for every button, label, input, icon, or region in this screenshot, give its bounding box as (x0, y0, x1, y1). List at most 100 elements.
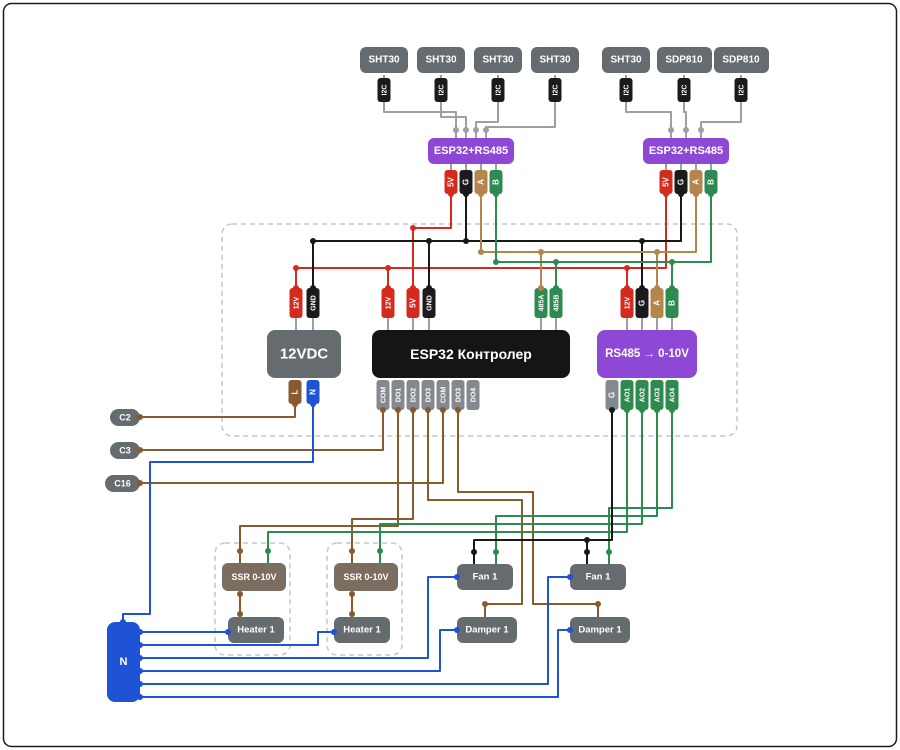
junction-dot (425, 407, 431, 413)
wire-do1-to-ssr1 (239, 410, 399, 551)
esp32-controller-box (372, 330, 570, 378)
pin-converter_bottom-g: G (605, 380, 619, 410)
psu-12vdc: 12VDC (267, 330, 341, 378)
wire-5v-left-module (412, 194, 452, 288)
pin-label: 5V (409, 297, 418, 307)
pin-controller_top-12v: 12V (381, 288, 395, 318)
pin-label: GND (310, 295, 317, 311)
pin-label: AO4 (669, 388, 676, 403)
sensor-7: SDP810 (714, 47, 769, 73)
junction-dot (349, 591, 355, 597)
pin-label: 485B (553, 295, 560, 312)
junction-dot (310, 285, 316, 291)
pin-label: 12V (624, 296, 631, 309)
sensor-4-box (531, 47, 579, 73)
heater-2: Heater 1 (334, 617, 390, 643)
junction-dot (137, 694, 143, 700)
pin-controller_bottom-do3: DO3 (451, 380, 465, 410)
pin-i2c-i2c: I2C (491, 78, 505, 102)
junction-dot (377, 548, 383, 554)
pin-module_left-5v: 5V (444, 170, 458, 194)
sensor-4: SHT30 (531, 47, 579, 73)
junction-dot (624, 407, 630, 413)
pin-box (650, 288, 664, 318)
junction-dot (440, 407, 446, 413)
pin-box (459, 170, 473, 194)
pin-i2c-i2c: I2C (548, 78, 562, 102)
pin-box (635, 288, 649, 318)
junction-dot (553, 285, 559, 291)
junction-dot (639, 407, 645, 413)
wire-do3-to-damper2 (457, 410, 598, 605)
controller-section-outline (221, 223, 738, 437)
junction-dot (493, 259, 499, 265)
junction-dot (137, 681, 143, 687)
junction-dot (624, 285, 630, 291)
breaker-c16: C16 (105, 475, 140, 492)
wire-rs485a-bus (480, 194, 697, 253)
fan-1: Fan 1 (457, 564, 513, 590)
pin-label: DO2 (410, 388, 417, 403)
junction-dot (454, 627, 460, 633)
pin-label: G (677, 179, 686, 185)
junction-dot (482, 601, 488, 607)
ssr-2: SSR 0-10V (334, 563, 398, 591)
fan-1-box (457, 564, 513, 590)
pin-controller_bottom-do4: DO4 (466, 380, 480, 410)
pin-label: I2C (495, 85, 502, 96)
fan-2: Fan 1 (570, 564, 626, 590)
pin-box (376, 380, 390, 410)
rs485-converter-label: RS485 → 0-10V (605, 348, 689, 360)
wire-ao3-to-fan1 (495, 410, 658, 552)
fan-2-label: Fan 1 (586, 572, 612, 583)
pin-box (674, 170, 688, 194)
ssr-group-2-outline (326, 542, 403, 656)
pin-box (406, 380, 420, 410)
junction-dot (483, 127, 489, 133)
pin-converter_bottom-ao1: AO1 (620, 380, 634, 410)
heater-2-label: Heater 1 (343, 625, 381, 636)
pin-box (466, 380, 480, 410)
pin-label: 5V (447, 176, 456, 186)
junction-dot (137, 447, 143, 453)
damper-2: Damper 1 (570, 617, 630, 643)
junction-dot (265, 548, 271, 554)
junction-dot (567, 574, 573, 580)
esp32-rs485-module-right: ESP32+RS485 (643, 138, 729, 164)
wire-n-fan1 (140, 576, 457, 659)
esp32-rs485-module-left: ESP32+RS485 (428, 138, 514, 164)
junction-dot (292, 401, 298, 407)
esp32-rs485-right-box (643, 138, 729, 164)
neutral-bus-box (107, 622, 140, 702)
junction-dot (385, 285, 391, 291)
pin-box (306, 380, 320, 404)
junction-dot (410, 285, 416, 291)
pin-label: N (309, 389, 318, 395)
pin-box (391, 380, 405, 410)
junction-dot (137, 668, 143, 674)
junction-dot (137, 414, 143, 420)
rs485-converter: RS485 → 0-10V (597, 330, 697, 378)
sensor-5: SHT30 (602, 47, 650, 73)
pin-label: 12V (293, 296, 300, 309)
pin-module_right-a: A (689, 170, 703, 194)
breaker-c16-label: C16 (114, 479, 131, 489)
pin-label: B (492, 179, 501, 185)
pin-i2c-i2c: I2C (677, 78, 691, 102)
junction-dot (669, 285, 675, 291)
pin-i2c-i2c: I2C (377, 78, 391, 102)
pin-label: B (668, 300, 677, 306)
junction-dot (654, 407, 660, 413)
wire-n-heater2 (140, 631, 334, 646)
heater-1: Heater 1 (228, 617, 284, 643)
pin-controller_bottom-do1: DO1 (391, 380, 405, 410)
sensor-2-label: SHT30 (425, 55, 457, 66)
pin-box (548, 78, 562, 102)
pin-box (665, 380, 679, 410)
junction-dot (567, 627, 573, 633)
neutral-bus-label: N (120, 656, 128, 668)
junction-dot (609, 407, 615, 413)
junction-dot (493, 549, 499, 555)
junction-dot (349, 548, 355, 554)
